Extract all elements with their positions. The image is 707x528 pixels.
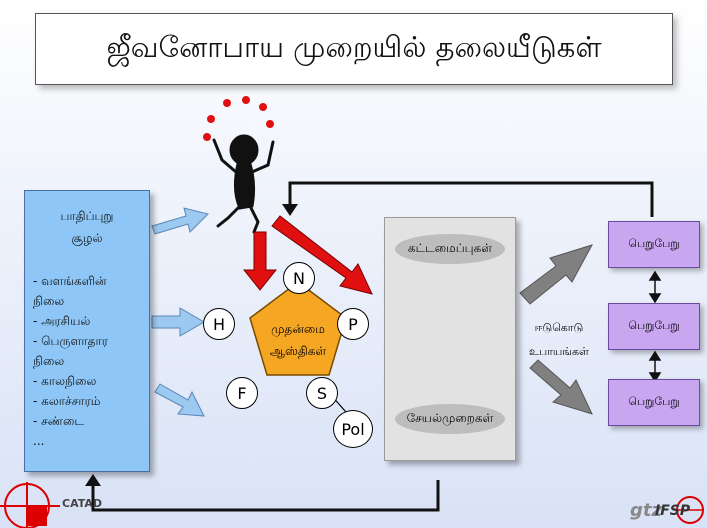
- asset-node-n: N: [283, 262, 315, 294]
- outcome-box: பெறுபேறு: [608, 303, 700, 350]
- page-title: ஜீவனோபாய முறையில் தலையீடுகள்: [35, 13, 673, 85]
- assets-label-line1: முதன்மை: [271, 322, 325, 336]
- context-item: நிலை: [33, 354, 65, 368]
- asset-node-p: P: [337, 308, 369, 340]
- feedback-bottom-arrow: [91, 480, 440, 512]
- juggler-figure: [212, 134, 275, 234]
- context-item: - பெருளாதார: [33, 334, 108, 348]
- outcome-box: பெறுபேறு: [608, 379, 700, 426]
- asset-node-h: H: [203, 308, 235, 340]
- blue-arrows: [151, 207, 209, 417]
- structures-label: கட்டமைப்புகள்: [395, 234, 505, 264]
- outcome-links: [648, 270, 662, 383]
- context-heading-line1: பாதிப்புறு: [60, 209, 114, 223]
- context-item: - கலாச்சாரம்: [33, 394, 101, 408]
- strategies-line2: உபாயங்கள்: [529, 345, 589, 358]
- context-item: - வளங்களின்: [33, 274, 107, 288]
- red-arrows: [242, 215, 373, 295]
- context-item: - அரசியல்: [33, 314, 91, 328]
- asset-node-f: F: [226, 377, 258, 409]
- catad-logo-mark: [0, 482, 60, 528]
- ifsp-logo-text: IFSP: [655, 503, 691, 519]
- assets-pentagon: [249, 281, 347, 376]
- gtz-logo-text: gtz: [630, 500, 662, 521]
- feedback-top-arrow: [288, 181, 654, 217]
- assets-label: முதன்மை ஆஸ்திகள்: [258, 318, 338, 362]
- context-item: ...: [33, 434, 45, 448]
- asset-node-pol: Pol: [333, 410, 373, 448]
- context-item: - காலநிலை: [33, 374, 97, 388]
- context-item: நிலை: [33, 294, 65, 308]
- strategies-line1: ஈடுகொடு: [534, 321, 584, 334]
- catad-logo-text: CATAD: [62, 497, 103, 510]
- context-heading-line2: சூழல்: [71, 231, 103, 245]
- context-item: - சண்டை: [33, 414, 84, 428]
- structures-processes-box: கட்டமைப்புகள் சேயல்முறைகள்: [384, 217, 516, 461]
- ifsp-logo-mark: [676, 496, 704, 524]
- assets-label-line2: ஆஸ்திகள்: [269, 344, 327, 358]
- context-list: - வளங்களின் நிலை - அரசியல் - பெருளாதார ந…: [33, 271, 149, 451]
- gray-arrows: [519, 244, 594, 415]
- outcome-box: பெறுபேறு: [608, 221, 700, 268]
- strategies-label: ஈடுகொடு உபாயங்கள்: [516, 316, 602, 364]
- juggler-dots: [203, 96, 274, 141]
- asset-node-s: S: [306, 377, 338, 409]
- vulnerability-context-box: பாதிப்புறு சூழல் - வளங்களின் நிலை - அரசி…: [24, 190, 150, 472]
- processes-label: சேயல்முறைகள்: [395, 404, 505, 434]
